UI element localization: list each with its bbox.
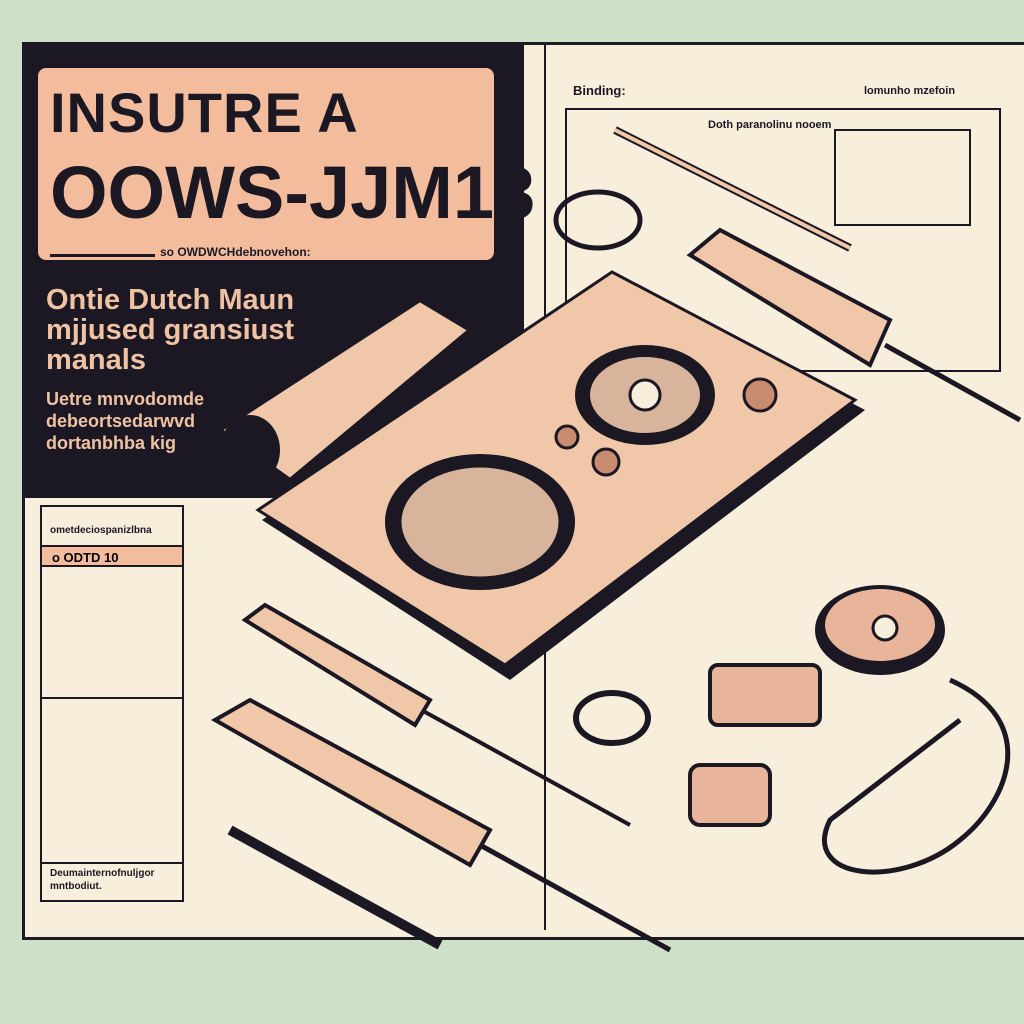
- manual-book-icon: [255, 270, 865, 680]
- sidebar-title: ometdeciospanizlbna: [50, 525, 152, 536]
- cable-icon: [822, 677, 1011, 875]
- divider: [42, 697, 182, 699]
- sidebar-band: o ODTD 10: [42, 545, 182, 567]
- screwdriver-icon: [210, 697, 672, 953]
- sidebar-footer: Deumainternofnuljgor mntbodiut.: [50, 868, 155, 892]
- file-tool-icon: [227, 825, 443, 950]
- cover-subheading: Uetre mnvodomde debeortsedarwvd dortanbh…: [46, 389, 205, 453]
- ring-icon: [553, 189, 643, 251]
- connector-icon: [708, 663, 822, 727]
- plug-icon: [688, 763, 772, 827]
- diagram-heading: Binding:: [573, 83, 626, 98]
- gear-icon: [815, 585, 945, 675]
- divider: [50, 254, 155, 257]
- sidebar-panel: ometdeciospanizlbna o ODTD 10 Deumainter…: [40, 505, 184, 902]
- rotary-tool-icon: [203, 297, 474, 493]
- screwdriver-icon: [686, 227, 1022, 423]
- title-line-2: OOWS-JJM13: [50, 151, 536, 234]
- title-subtitle: so OWDWCHdebnovehon:: [160, 245, 311, 259]
- circuit-diagram-icon: [834, 129, 971, 226]
- soldering-iron-icon: [613, 126, 852, 252]
- title-line-1: INSUTRE A: [50, 81, 359, 144]
- screwdriver-icon: [241, 602, 631, 827]
- divider: [42, 862, 182, 864]
- washer-icon: [573, 690, 651, 746]
- cover-heading: Ontie Dutch Maun mjjused gransiust manal…: [46, 284, 295, 376]
- diagram-heading-right: lomunho mzefoin: [864, 85, 956, 97]
- diagram-note: Doth paranolinu nooem: [708, 119, 832, 131]
- title-box: [38, 68, 494, 260]
